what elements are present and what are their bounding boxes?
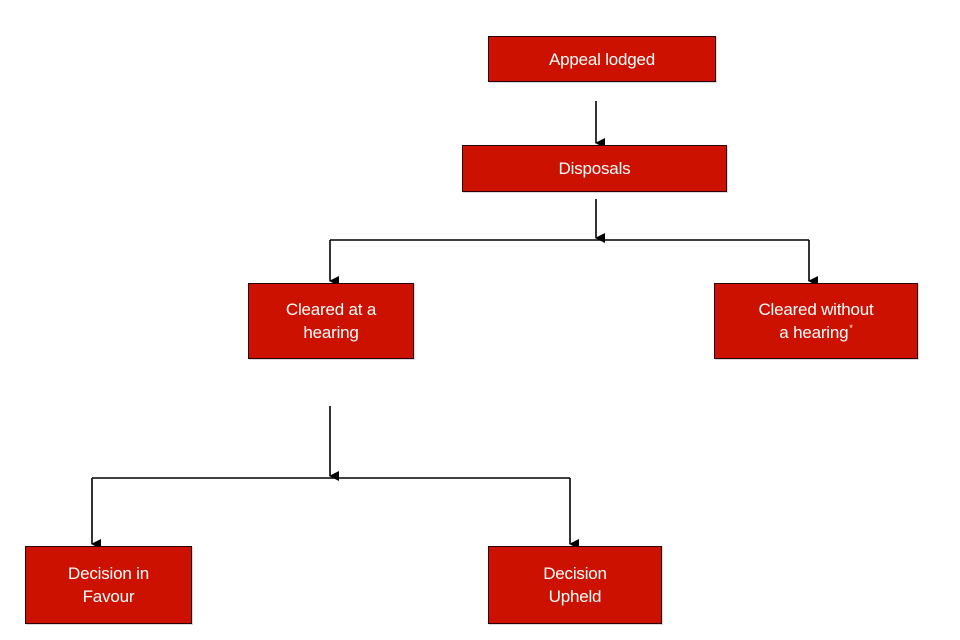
node-cleared-at-hearing-label: Cleared at a hearing (280, 298, 382, 344)
node-label-line: Upheld (548, 587, 602, 606)
node-cleared-without-hearing: Cleared without a hearing* (714, 283, 918, 359)
node-decision-upheld-label: Decision Upheld (537, 562, 613, 608)
node-decision-upheld: Decision Upheld (488, 546, 662, 624)
node-label-line: Decision in (68, 564, 149, 583)
node-label-line: Decision (543, 564, 607, 583)
node-appeal-lodged: Appeal lodged (488, 36, 716, 82)
node-label-line: Disposals (558, 159, 631, 178)
node-decision-in-favour: Decision in Favour (25, 546, 192, 624)
footnote-marker: * (849, 323, 853, 334)
node-label-line: hearing (303, 323, 359, 342)
node-disposals-label: Disposals (553, 157, 637, 180)
node-label-line: a hearing* (758, 321, 873, 344)
node-disposals: Disposals (462, 145, 727, 192)
node-label-line: Appeal lodged (548, 49, 656, 69)
node-cleared-without-hearing-label: Cleared without a hearing* (752, 298, 879, 344)
node-decision-in-favour-label: Decision in Favour (62, 562, 155, 608)
node-label-line: Cleared without (758, 300, 874, 319)
node-label-line: Cleared at a (285, 300, 377, 319)
node-label-line: Favour (82, 587, 135, 606)
node-appeal-lodged-label: Appeal lodged (543, 48, 661, 71)
node-cleared-at-hearing: Cleared at a hearing (248, 283, 414, 359)
node-label-text: a hearing (779, 323, 849, 342)
